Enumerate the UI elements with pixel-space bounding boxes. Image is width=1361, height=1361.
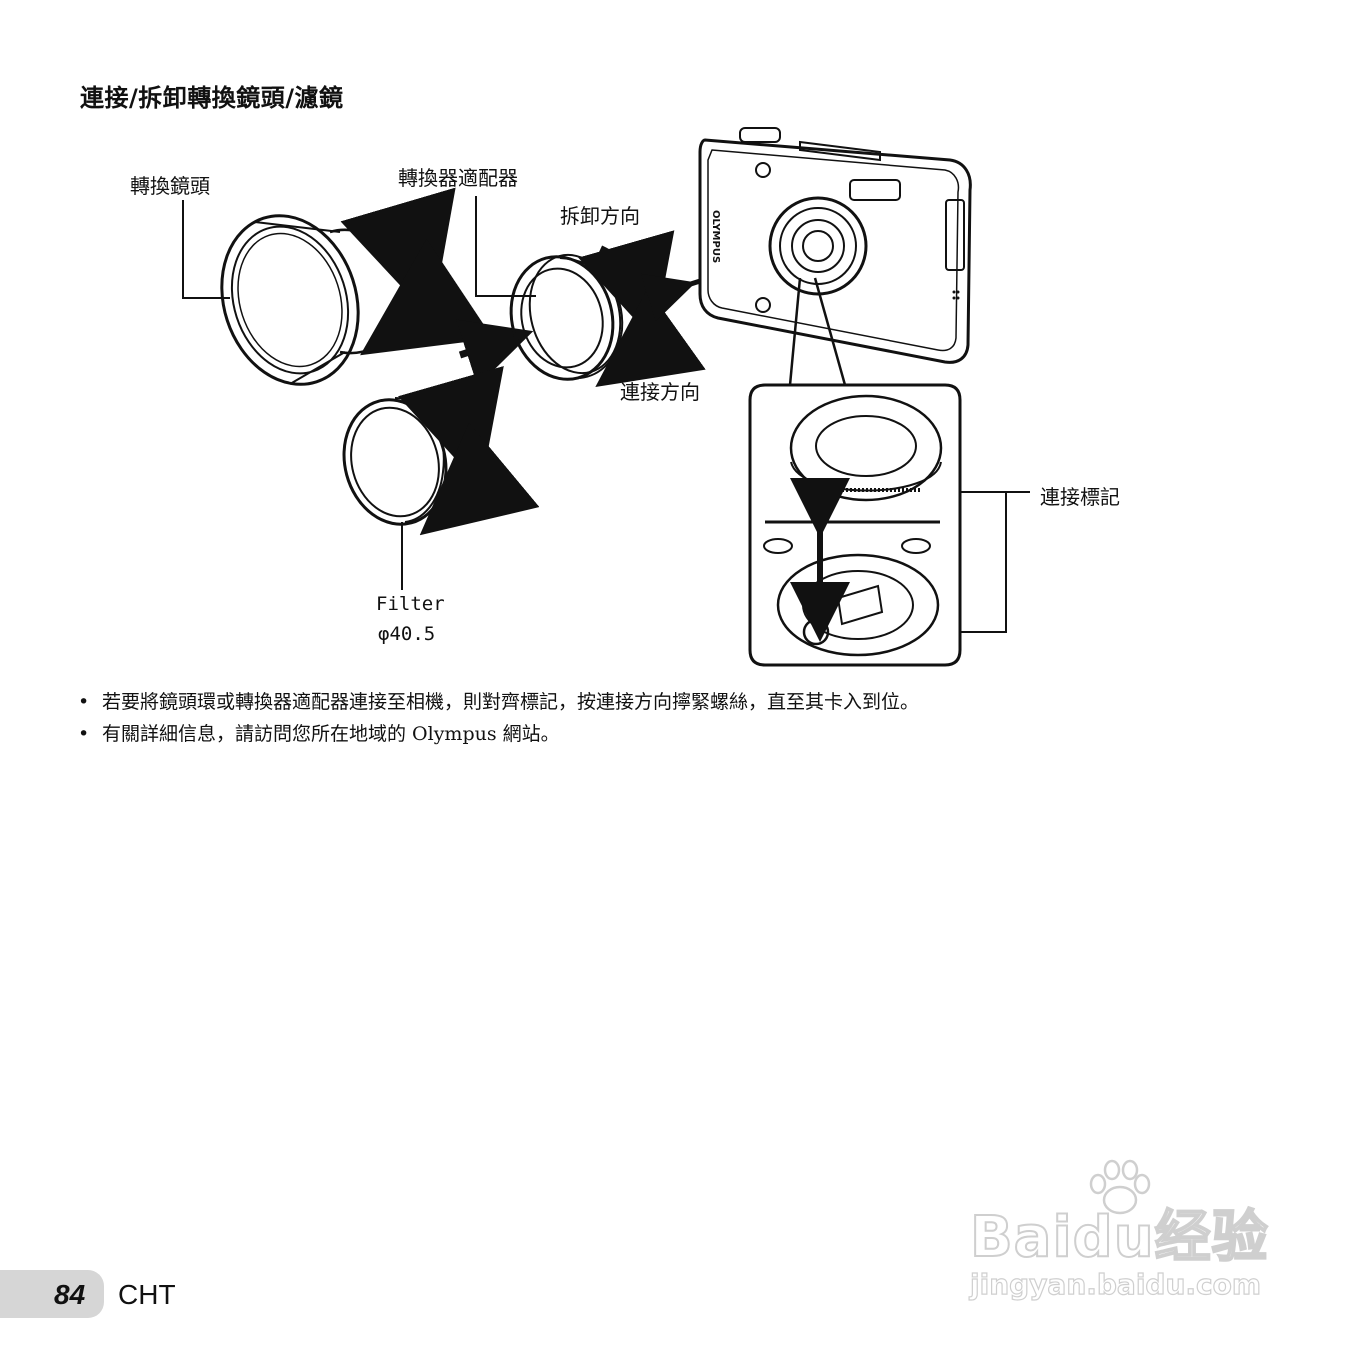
bullet-text: 有關詳細信息，請訪問您所在地域的 Olympus 網站。 [102, 723, 560, 745]
filter-label: Filter [376, 593, 445, 615]
push-arrow [455, 319, 534, 387]
camera-brand-text: OLYMPUS [710, 210, 721, 263]
watermark-url: jingyan.baidu.com [969, 1267, 1262, 1301]
rotation-arrow-filter [397, 365, 540, 536]
language-code: CHT [118, 1279, 176, 1310]
remove-direction-label: 拆卸方向 [560, 204, 640, 228]
rotation-arrow-adapter [578, 230, 706, 388]
bullet-icon: • [78, 691, 90, 713]
conversion-lens-label: 轉換鏡頭 [130, 174, 210, 198]
page-number-tab [0, 1270, 104, 1318]
list-item: • 若要將鏡頭環或轉換器適配器連接至相機，則對齊標記，按連接方向擰緊螺絲，直至其卡… [78, 686, 919, 718]
page-number: 84 [54, 1279, 86, 1310]
watermark-logo: Baidu经验 [969, 1204, 1269, 1271]
bullet-icon: • [78, 723, 90, 745]
detail-callout [748, 383, 962, 667]
bullet-text: 若要將鏡頭環或轉換器適配器連接至相機，則對齊標記，按連接方向擰緊螺絲，直至其卡入… [102, 691, 920, 713]
camera-grip-dots [952, 290, 960, 300]
converter-adapter-label: 轉換器適配器 [398, 166, 518, 190]
list-item: • 有關詳細信息，請訪問您所在地域的 Olympus 網站。 [78, 718, 919, 750]
filter-size-label: φ40.5 [378, 623, 436, 645]
converter-adapter [509, 253, 624, 381]
attach-direction-label: 連接方向 [620, 380, 700, 404]
lens-attachment-diagram: OLYMPUS [182, 127, 1030, 667]
section-heading: 連接/拆卸轉換鏡頭/濾鏡 [80, 84, 344, 112]
camera-body [698, 127, 972, 364]
instruction-list: • 若要將鏡頭環或轉換器適配器連接至相機，則對齊標記，按連接方向擰緊螺絲，直至其卡… [78, 686, 919, 750]
attach-mark-label: 連接標記 [1040, 485, 1120, 509]
filter-ring [342, 397, 448, 526]
callout-connectors [788, 277, 847, 386]
paw-watermark-icon [1089, 1159, 1151, 1215]
rotation-arrow-lens [340, 187, 494, 356]
